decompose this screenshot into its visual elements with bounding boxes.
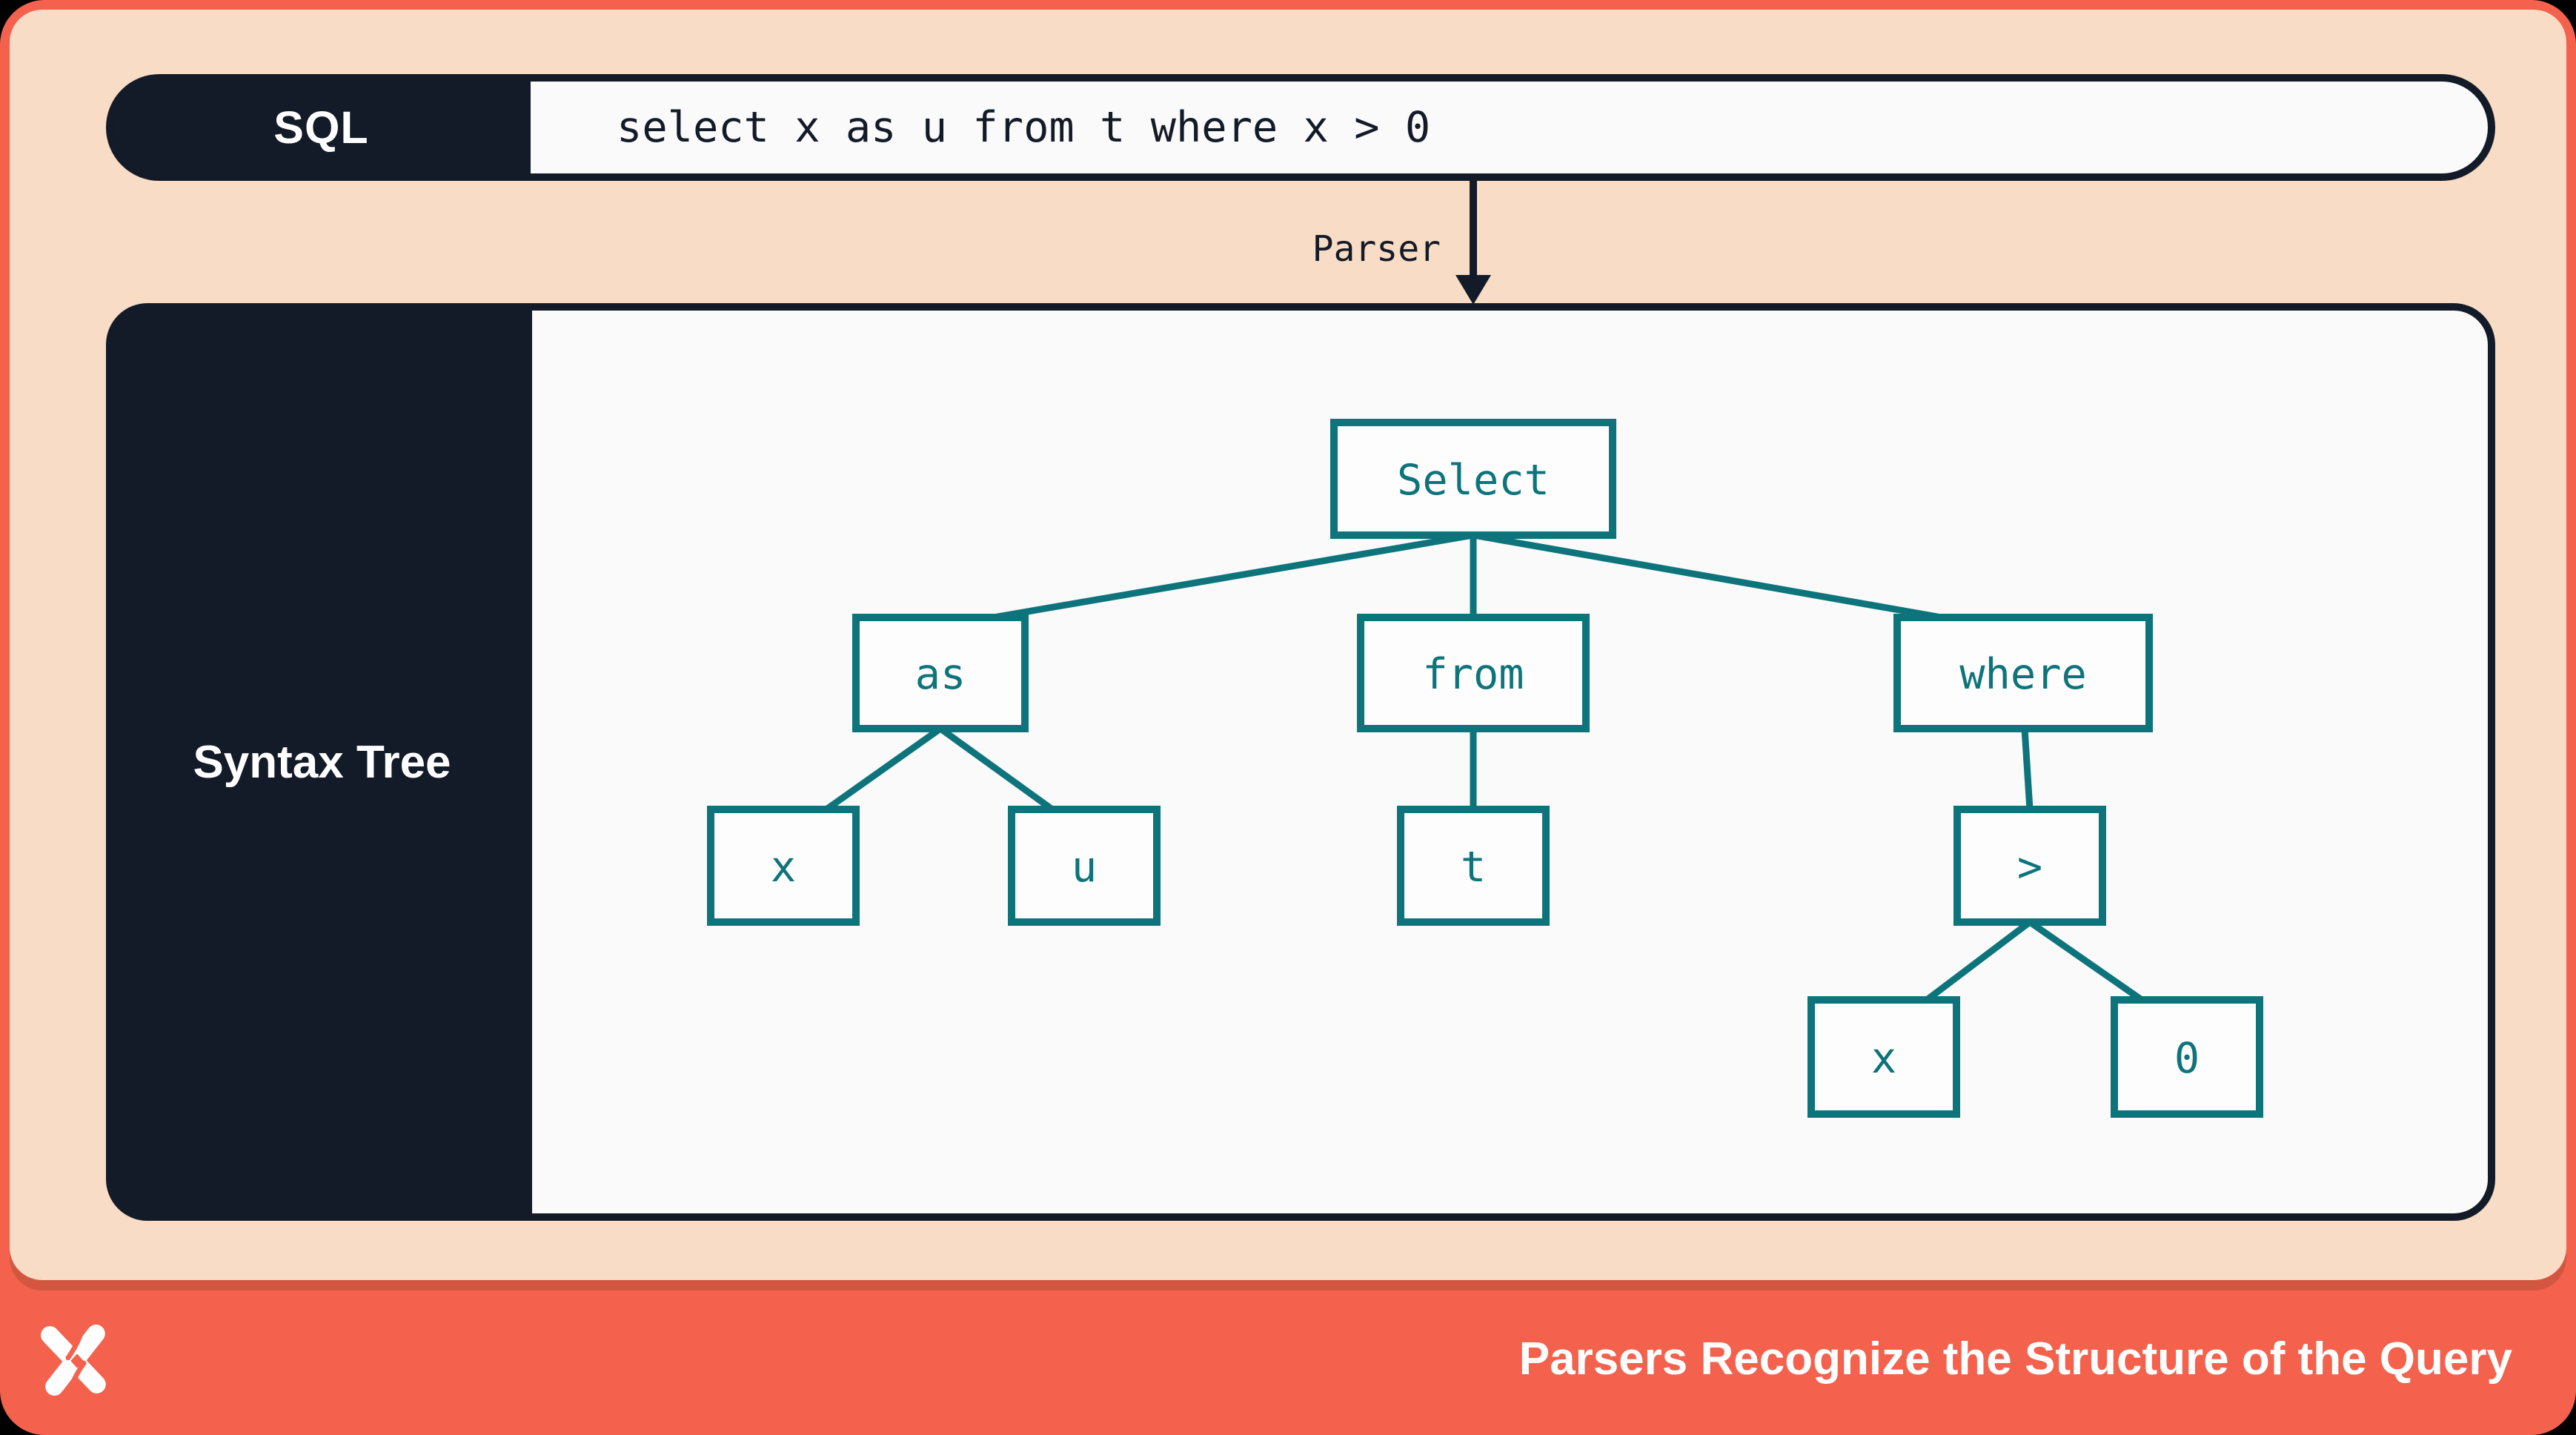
parser-arrow-line (1470, 181, 1477, 277)
sql-bar-label: SQL (273, 102, 369, 153)
sql-bar: SQL select x as u from t where x > 0 (106, 74, 2495, 181)
parser-arrow-head-icon (1455, 275, 1491, 305)
parser-label: Parser (1312, 228, 1441, 270)
syntax-tree-label-section: Syntax Tree (112, 309, 532, 1215)
syntax-tree-panel: Syntax Tree (106, 303, 2495, 1221)
pinwheel-x-logo-icon (41, 1325, 106, 1396)
sql-query-code: select x as u from t where x > 0 (617, 103, 1431, 152)
sql-bar-label-section: SQL (112, 80, 531, 175)
footer-caption: Parsers Recognize the Structure of the Q… (1518, 1333, 2512, 1385)
syntax-tree-label: Syntax Tree (193, 736, 451, 788)
